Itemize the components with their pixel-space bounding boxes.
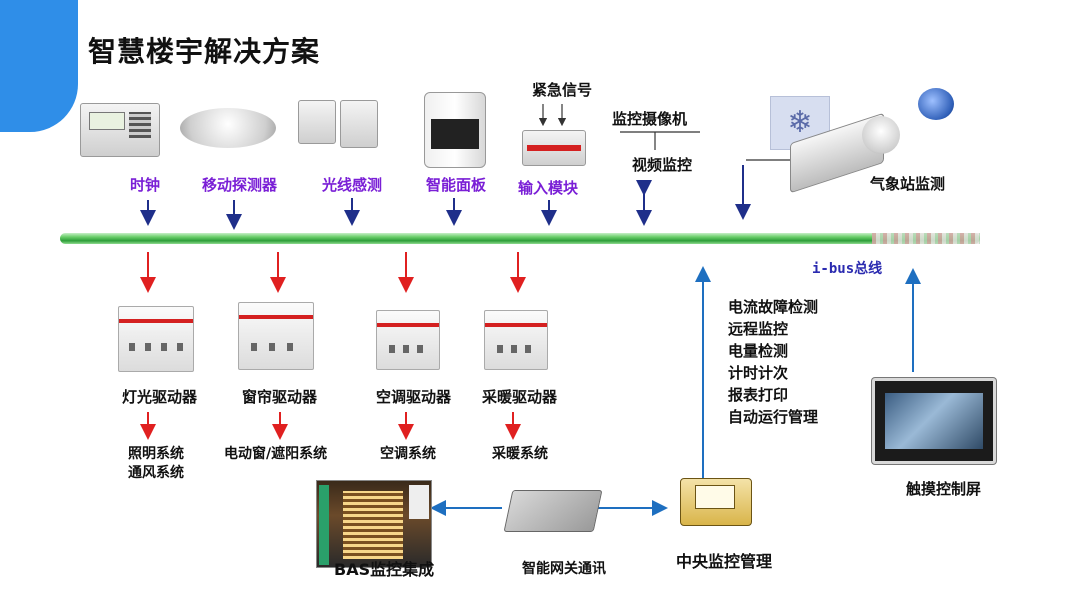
touch-screen-label: 触摸控制屏 bbox=[906, 480, 982, 498]
ibus-line bbox=[60, 233, 980, 244]
function-item: 自动运行管理 bbox=[728, 408, 819, 426]
input-module-image bbox=[522, 130, 586, 166]
ac-actuator-image bbox=[376, 310, 440, 370]
motion-detector-image bbox=[180, 108, 276, 148]
corner-accent bbox=[0, 0, 78, 132]
window-shade-system-label: 电动窗/遮阳系统 bbox=[224, 446, 328, 462]
monitoring-functions-list: 电流故障检测 远程监控 电量检测 计时计次 报表打印 自动运行管理 bbox=[728, 296, 818, 428]
video-monitoring-label: 视频监控 bbox=[632, 156, 693, 174]
touch-screen-image bbox=[872, 378, 996, 464]
ventilation-system-label: 通风系统 bbox=[128, 465, 184, 481]
smart-panel-label: 智能面板 bbox=[426, 176, 487, 194]
heating-actuator-image bbox=[484, 310, 548, 370]
light-sensor-module-image bbox=[340, 100, 378, 148]
clock-label: 时钟 bbox=[130, 176, 161, 194]
ac-system-label: 空调系统 bbox=[380, 446, 436, 462]
gateway-label: 智能网关通讯 bbox=[522, 561, 606, 577]
function-item: 电流故障检测 bbox=[728, 298, 819, 316]
lighting-actuator-label: 灯光驱动器 bbox=[122, 388, 198, 406]
bas-integration-label: BAS监控集成 bbox=[334, 560, 435, 579]
central-computer-image bbox=[680, 478, 752, 526]
lighting-system-label: 照明系统 bbox=[128, 446, 184, 462]
weather-dome-image bbox=[862, 116, 900, 154]
function-item: 计时计次 bbox=[728, 364, 789, 382]
page-title: 智慧楼宇解决方案 bbox=[88, 35, 321, 68]
weather-station-label: 气象站监测 bbox=[870, 175, 946, 193]
motion-detector-label: 移动探测器 bbox=[202, 176, 278, 194]
gateway-device-image bbox=[503, 490, 603, 532]
smart-panel-image bbox=[424, 92, 486, 168]
clock-device-image bbox=[80, 103, 160, 157]
storm-cloud-icon bbox=[918, 88, 954, 120]
light-sensor-image bbox=[298, 100, 336, 144]
bas-integration-image bbox=[316, 480, 432, 568]
camera-label: 监控摄像机 bbox=[612, 110, 688, 128]
light-sensing-label: 光线感测 bbox=[322, 176, 383, 194]
function-item: 电量检测 bbox=[728, 342, 789, 360]
ibus-label: i-bus总线 bbox=[812, 261, 883, 277]
lighting-actuator-image bbox=[118, 306, 194, 372]
ac-actuator-label: 空调驱动器 bbox=[376, 388, 452, 406]
curtain-actuator-label: 窗帘驱动器 bbox=[242, 388, 318, 406]
function-item: 远程监控 bbox=[728, 320, 789, 338]
heating-actuator-label: 采暖驱动器 bbox=[482, 388, 558, 406]
ibus-cable-end bbox=[872, 233, 980, 244]
central-monitoring-label: 中央监控管理 bbox=[676, 552, 773, 571]
heating-system-label: 采暖系统 bbox=[492, 446, 548, 462]
input-module-label: 输入模块 bbox=[518, 179, 579, 197]
emergency-signal-label: 紧急信号 bbox=[532, 81, 593, 99]
function-item: 报表打印 bbox=[728, 386, 789, 404]
curtain-actuator-image bbox=[238, 302, 314, 370]
